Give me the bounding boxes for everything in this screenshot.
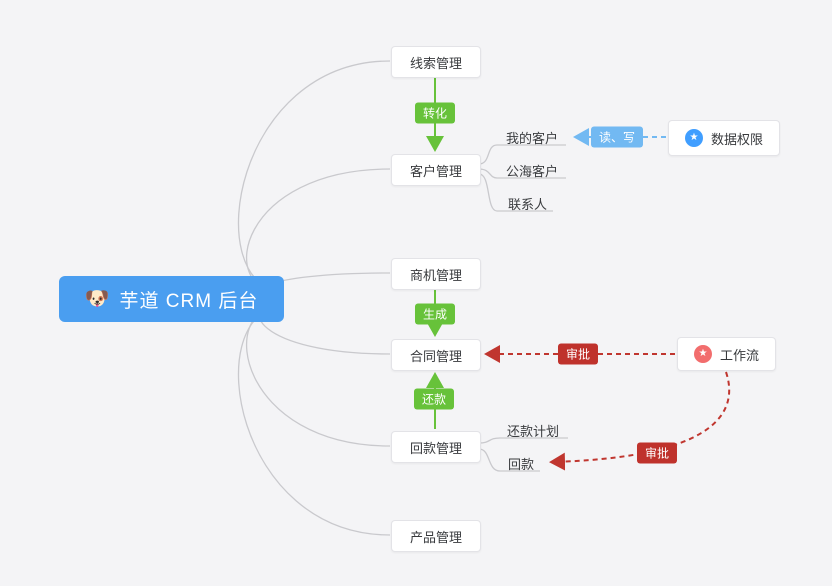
node-opportunities: 商机管理 — [391, 258, 481, 290]
edge-root-to-leads — [237, 60, 391, 293]
node-workflow: ★ 工作流 — [677, 337, 776, 371]
edge-receivables-to-repayment — [478, 448, 540, 472]
sub-node-repayment-plan: 还款计划 — [507, 424, 560, 439]
edge-root-to-products — [237, 305, 391, 536]
arrow-workflow-to-repayment — [549, 371, 731, 471]
edge-root-to-receivables — [246, 303, 391, 447]
sub-node-repayment: 回款 — [508, 457, 535, 472]
root-node: 🐶 芋道 CRM 后台 — [59, 276, 284, 322]
star-icon: ★ — [684, 129, 703, 147]
node-contracts: 合同管理 — [391, 339, 481, 371]
sub-node-contacts: 联系人 — [508, 197, 548, 212]
edge-label-convert: 转化 — [414, 102, 456, 124]
node-receivables: 回款管理 — [391, 431, 481, 463]
data-permission-label: 数据权限 — [710, 131, 763, 147]
edge-label-approve-contract: 审批 — [557, 343, 599, 365]
edge-label-generate: 生成 — [414, 303, 456, 325]
edge-label-read-write: 读、写 — [590, 126, 644, 148]
edge-label-repay: 还款 — [413, 388, 455, 410]
node-data-permission: ★ 数据权限 — [668, 120, 780, 156]
edge-label-approve-receivable: 审批 — [636, 442, 678, 464]
node-customers: 客户管理 — [391, 154, 481, 186]
root-node-label: 芋道 CRM 后台 — [119, 290, 259, 312]
sub-node-my-customers: 我的客户 — [506, 131, 559, 146]
star-icon: ★ — [693, 345, 712, 363]
edge-customers-to-contacts — [478, 173, 553, 212]
sub-node-public-customers: 公海客户 — [506, 164, 559, 179]
edge-receivables-to-repayment-plan — [478, 437, 568, 444]
edge-customers-to-public-customers — [478, 168, 566, 179]
workflow-label: 工作流 — [719, 347, 759, 363]
node-products: 产品管理 — [391, 520, 481, 552]
dog-logo-icon: 🐶 — [84, 288, 111, 310]
edge-customers-to-my-customers — [478, 144, 566, 165]
node-leads: 线索管理 — [391, 46, 481, 78]
